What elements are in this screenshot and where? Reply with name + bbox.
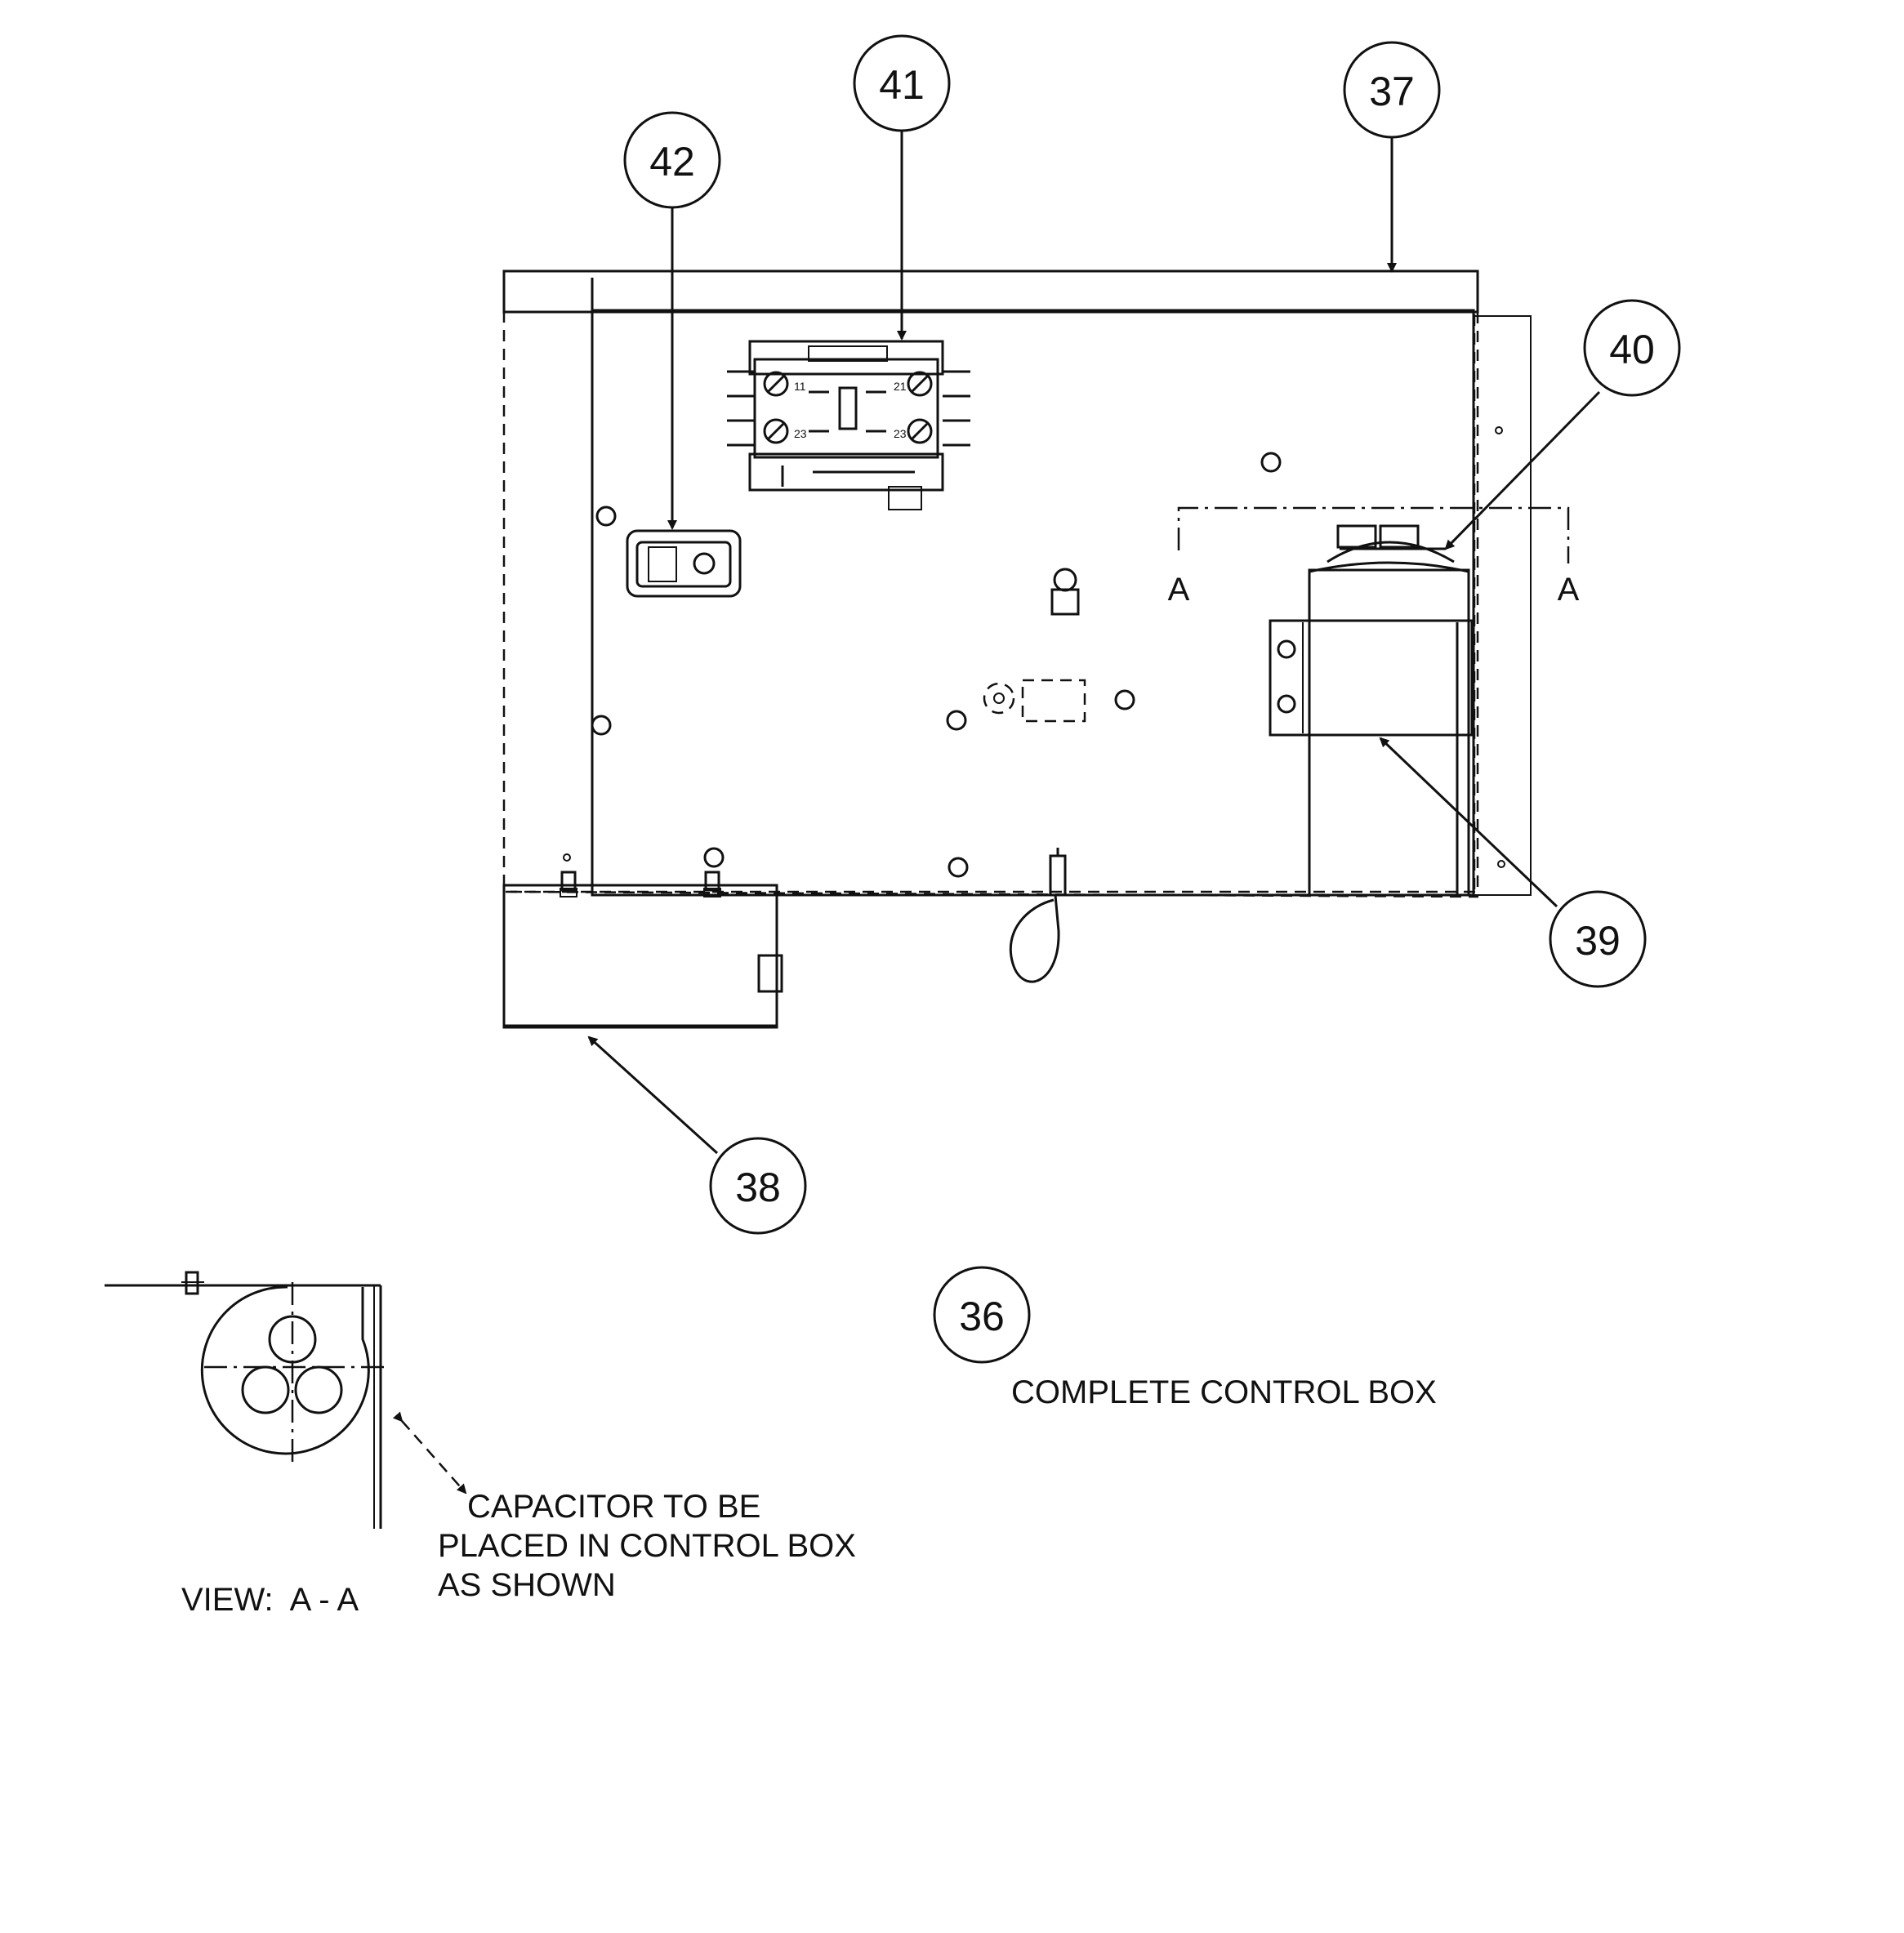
callout-number: 42: [649, 139, 695, 185]
callout-number: 39: [1575, 918, 1621, 964]
bracket-hole: [1277, 694, 1296, 714]
small-hole: [563, 853, 571, 862]
mounting-hole: [948, 857, 969, 878]
ground-wire: [1009, 848, 1067, 983]
cover-top-flange: [502, 269, 1479, 314]
callout-number: 36: [959, 1294, 1005, 1339]
terminal-label: 11: [794, 380, 806, 393]
mounting-hole: [1114, 689, 1135, 710]
callout-number: 38: [735, 1165, 781, 1210]
mounting-holes: [563, 452, 1282, 878]
control-box-panel: 11 21 23 23: [502, 269, 1532, 1029]
callout-number: 41: [879, 62, 925, 108]
item-38-lower-cover: [502, 871, 783, 1029]
terminal-label: 21: [894, 380, 907, 393]
mounting-hole: [1260, 452, 1282, 473]
back-plate: [591, 309, 1475, 897]
item-39-capacitor-bracket: [1269, 619, 1474, 895]
view-a-a-detail: VIEW: A - A CAPACITOR TO BE PLACED IN CO…: [105, 1271, 856, 1618]
leader-lines: [587, 129, 1601, 1155]
right-side-flange: [1473, 315, 1532, 896]
title-complete-control-box: COMPLETE CONTROL BOX: [1011, 1374, 1437, 1410]
leader-38: [587, 1036, 719, 1155]
mounting-hole: [591, 715, 612, 736]
bracket-hole: [1277, 639, 1296, 659]
callout-bubble-41: 41: [853, 34, 951, 132]
callout-bubble-39: 39: [1549, 890, 1647, 988]
capacitor-note-line-2: PLACED IN CONTROL BOX: [438, 1528, 856, 1564]
leader-39: [1379, 737, 1558, 908]
item-42-switch: [626, 529, 742, 598]
section-marker-right: A: [1558, 572, 1580, 608]
callout-bubble-40: 40: [1583, 299, 1681, 397]
callout-number: 40: [1609, 327, 1655, 372]
flange-hole-bottom: [1497, 860, 1505, 868]
ground-lug: [1050, 568, 1080, 616]
cover-dashed-outline: [502, 269, 1479, 893]
callout-bubble-37: 37: [1343, 41, 1441, 139]
terminal-label: 23: [894, 427, 907, 440]
leader-40: [1444, 390, 1601, 550]
callout-bubble-42: 42: [623, 111, 721, 209]
placement-arrow: [392, 1411, 467, 1494]
terminal-circle: [268, 1315, 317, 1364]
terminal-label: 23: [794, 427, 807, 440]
capacitor-note-line-1: CAPACITOR TO BE: [467, 1489, 760, 1525]
section-line-a-a: A A: [1168, 506, 1580, 608]
terminal-circle: [241, 1365, 290, 1414]
callout-bubble-36: 36: [933, 1266, 1031, 1364]
item-41-contactor: 11 21 23 23: [727, 340, 970, 510]
callout-bubble-38: 38: [709, 1137, 807, 1235]
bottom-dashed-edge: [510, 890, 1479, 898]
view-label: VIEW: A - A: [181, 1582, 359, 1618]
mounting-hole: [946, 710, 967, 731]
mounting-hole: [703, 847, 725, 868]
relay-footprint: [983, 679, 1086, 723]
item-40-capacitor: [1308, 524, 1470, 897]
flange-hole-top: [1495, 426, 1503, 434]
capacitor-note-line-3: AS SHOWN: [438, 1567, 616, 1603]
mounting-hole: [595, 506, 617, 527]
terminal-circle: [294, 1365, 343, 1414]
callout-number: 37: [1369, 69, 1415, 114]
section-marker-left: A: [1168, 572, 1190, 608]
